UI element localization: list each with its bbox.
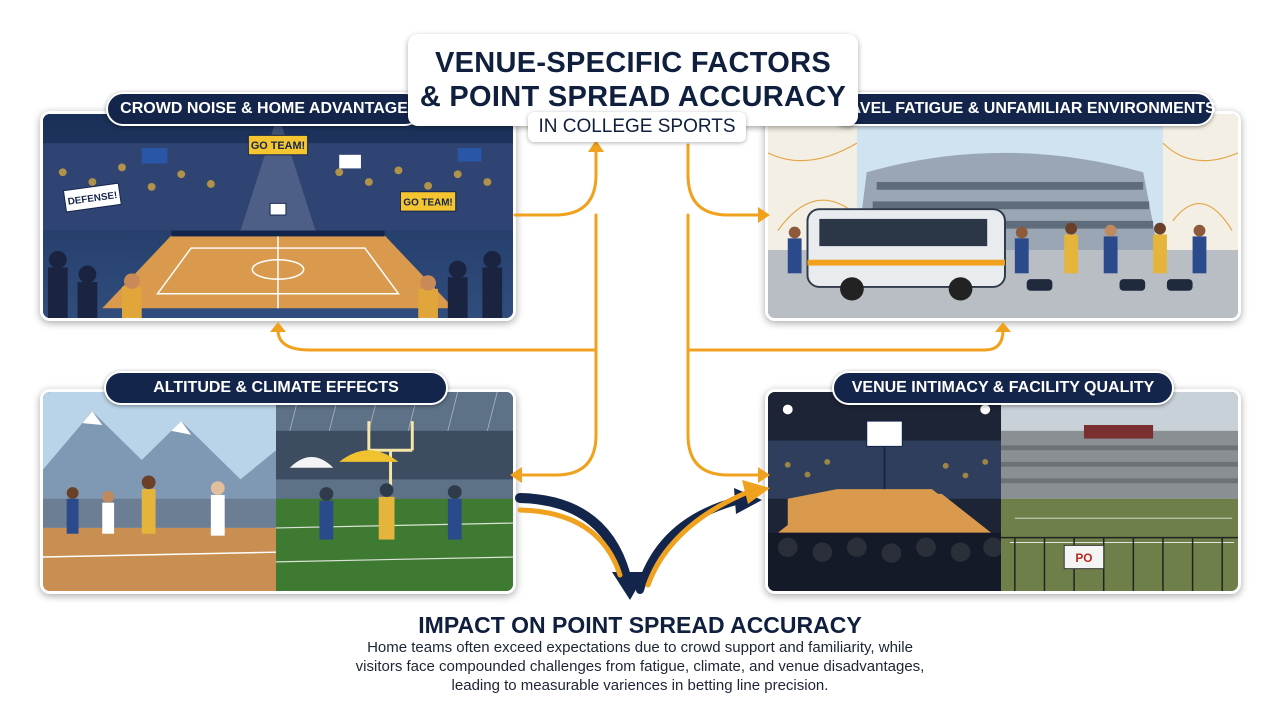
crowd-panel: GO TEAM! DEFENSE! GO TEAM! bbox=[40, 111, 516, 321]
altitude-illustration bbox=[43, 392, 513, 591]
venue-panel: PO bbox=[765, 389, 1241, 594]
swoosh-orange bbox=[517, 507, 623, 578]
section-label-venue: VENUE INTIMACY & FACILITY QUALITY bbox=[832, 371, 1174, 405]
connector-left-trunk bbox=[516, 213, 598, 477]
impact-body: Home teams often exceed expectations due… bbox=[300, 638, 980, 695]
connector-crowd-to-center bbox=[513, 148, 598, 217]
sign-go-team-1: GO TEAM! bbox=[251, 140, 305, 152]
altitude-panel bbox=[40, 389, 516, 594]
crowd-illustration: GO TEAM! DEFENSE! GO TEAM! bbox=[43, 114, 513, 318]
connector-travel-bottom bbox=[686, 328, 1005, 352]
swoosh-navy-head bbox=[612, 572, 646, 600]
swoosh-right-orange bbox=[645, 489, 751, 588]
swoosh-right-head bbox=[734, 488, 762, 514]
subtitle: IN COLLEGE SPORTS bbox=[528, 112, 746, 142]
section-label-crowd: CROWD NOISE & HOME ADVANTAGE bbox=[106, 92, 422, 126]
venue-illustration: PO bbox=[768, 392, 1238, 591]
section-label-altitude: ALTITUDE & CLIMATE EFFECTS bbox=[104, 371, 448, 405]
section-label-travel: TRAVEL FATIGUE & UNFAMILIAR ENVIRONMENTS bbox=[828, 92, 1216, 126]
venue-sign: PO bbox=[1075, 552, 1092, 565]
impact-heading: IMPACT ON POINT SPREAD ACCURACY bbox=[418, 612, 862, 638]
travel-illustration bbox=[768, 114, 1238, 318]
swoosh-navy bbox=[515, 493, 633, 590]
title-box: VENUE-SPECIFIC FACTORS & POINT SPREAD AC… bbox=[408, 34, 858, 126]
impact-body-line-2: visitors face compounded challenges from… bbox=[355, 658, 925, 675]
connector-center-to-travel bbox=[686, 143, 762, 217]
travel-panel bbox=[765, 111, 1241, 321]
arrowhead-crowd-bottom bbox=[270, 322, 286, 332]
title-line-1: VENUE-SPECIFIC FACTORS bbox=[434, 47, 831, 79]
sign-go-team-2: GO TEAM! bbox=[403, 197, 452, 208]
connector-right-trunk bbox=[686, 213, 764, 477]
arrowhead-travel-bottom bbox=[995, 322, 1011, 332]
title-line-2: & POINT SPREAD ACCURACY bbox=[419, 81, 847, 113]
impact-body-line-3: leading to measurable variences in betti… bbox=[451, 677, 829, 694]
swoosh-right-navy bbox=[636, 496, 744, 594]
impact-body-line-1: Home teams often exceed expectations due… bbox=[367, 639, 913, 656]
connector-crowd-bottom bbox=[276, 328, 598, 352]
